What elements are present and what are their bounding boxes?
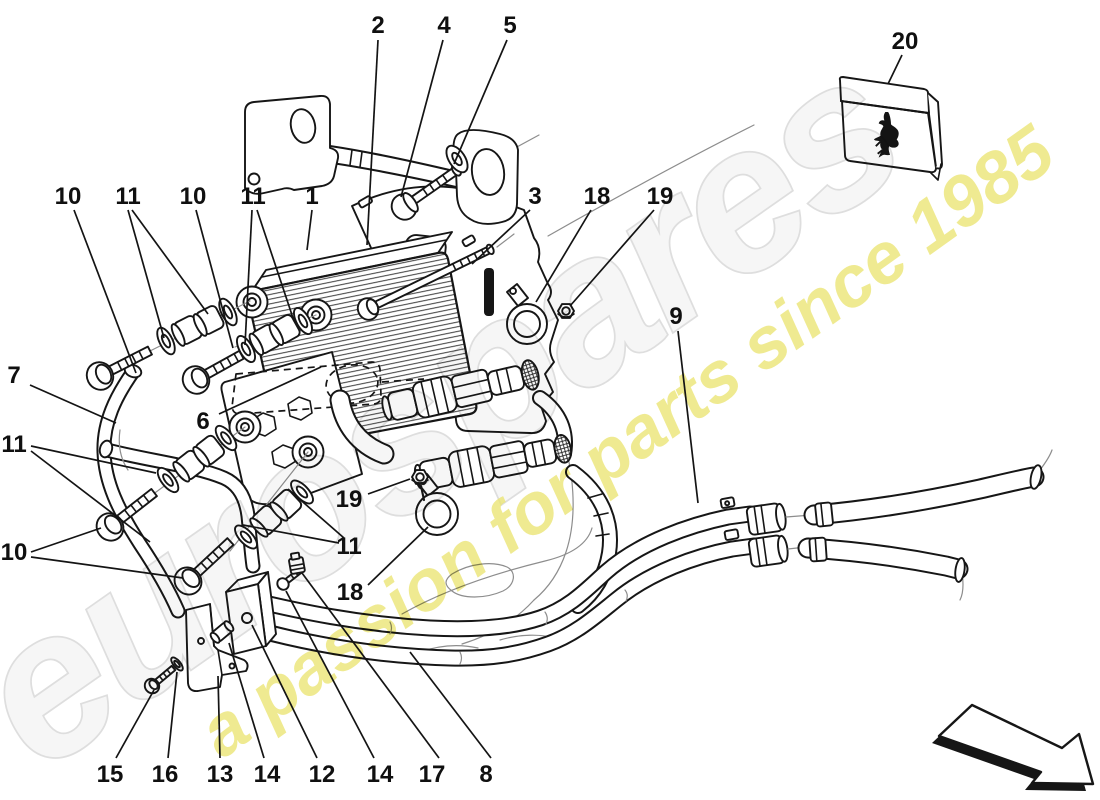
rubber-hoses	[797, 464, 1045, 583]
leader-line-20	[887, 54, 903, 85]
support-bracket-assembly	[143, 551, 306, 695]
leader-line-12	[251, 624, 318, 759]
pipe-ferrule	[747, 534, 789, 568]
leader-line-11	[242, 524, 340, 544]
leader-line-18	[367, 526, 429, 586]
callout-label-12: 12	[309, 761, 336, 788]
leader-line-14	[285, 590, 375, 759]
leader-line-15	[115, 689, 155, 759]
callout-label-11: 11	[240, 183, 265, 210]
leader-line-3	[471, 209, 531, 265]
pipe-union-upper	[381, 359, 540, 421]
leader-line-13	[217, 675, 221, 759]
pipe-ferrule	[745, 502, 787, 536]
callout-label-1: 1	[305, 183, 318, 210]
callout-label-11: 11	[115, 183, 140, 210]
callout-label-20: 20	[892, 28, 919, 55]
callout-label-7: 7	[7, 362, 20, 389]
callout-label-5: 5	[503, 12, 516, 39]
leader-line-4	[400, 39, 444, 198]
bracket-bolt	[390, 164, 462, 221]
leader-line-19	[569, 209, 655, 307]
callout-label-9: 9	[669, 303, 682, 330]
leader-line-7	[29, 384, 117, 424]
leader-line-10	[30, 556, 184, 579]
hex-bolt	[95, 488, 158, 542]
callout-label-18: 18	[584, 183, 611, 210]
leader-line-9	[677, 330, 699, 504]
clip	[288, 551, 306, 575]
callout-label-3: 3	[528, 183, 541, 210]
leader-line-11	[287, 488, 345, 539]
leader-line-2	[366, 39, 379, 246]
flange-nut-upper	[557, 303, 575, 319]
callout-label-4: 4	[437, 12, 451, 39]
spacer-pin	[209, 620, 235, 644]
small-bolt	[143, 664, 177, 695]
hex-bolt	[85, 345, 153, 391]
leader-line-11	[30, 450, 151, 543]
callout-label-19: 19	[647, 183, 674, 210]
callout-label-10: 10	[180, 183, 207, 210]
bracket-stud	[461, 234, 476, 248]
hex-bolt	[181, 349, 245, 395]
cooler-outlet-elbow	[329, 389, 395, 465]
leader-line-19	[367, 478, 411, 495]
leader-line-10	[195, 209, 234, 349]
leader-line-8	[409, 651, 492, 759]
leader-line-14	[228, 642, 265, 759]
ferrari-badge-pouch	[838, 76, 943, 181]
callout-label-19: 19	[336, 486, 363, 513]
p-clip-upper	[506, 283, 548, 345]
callout-label-18: 18	[337, 579, 364, 606]
leader-line-10	[30, 527, 102, 553]
callout-label-14: 14	[254, 761, 281, 788]
leader-line-6	[218, 366, 322, 415]
small-washer	[170, 656, 184, 672]
callout-label-10: 10	[55, 183, 82, 210]
leader-line-1	[306, 209, 313, 251]
leader-line-11	[30, 445, 157, 474]
leader-line-5	[453, 39, 508, 165]
flange-nut-lower	[411, 469, 429, 485]
leader-line-16	[167, 671, 178, 759]
leader-line-11	[256, 209, 295, 322]
callout-label-14: 14	[367, 761, 394, 788]
prancing-horse-icon	[873, 112, 899, 158]
leader-line-11	[131, 209, 209, 315]
callout-label-11: 11	[1, 431, 26, 458]
leader-line-18	[535, 209, 592, 303]
callout-label-6: 6	[196, 408, 209, 435]
callout-label-8: 8	[479, 761, 492, 788]
direction-arrow	[932, 703, 1095, 791]
leader-line-11	[127, 209, 165, 339]
callout-label-2: 2	[371, 12, 384, 39]
callout-label-10: 10	[1, 539, 28, 566]
leader-line-10	[73, 209, 137, 374]
hex-bolt	[173, 537, 235, 596]
callout-label-13: 13	[207, 761, 234, 788]
callout-label-11: 11	[336, 533, 361, 560]
callout-label-17: 17	[419, 761, 446, 788]
leader-line-17	[301, 572, 440, 759]
callout-label-16: 16	[152, 761, 179, 788]
callout-label-15: 15	[97, 761, 124, 788]
cooler-mount-bolt-long	[356, 233, 515, 321]
leader-line-11	[244, 209, 253, 346]
